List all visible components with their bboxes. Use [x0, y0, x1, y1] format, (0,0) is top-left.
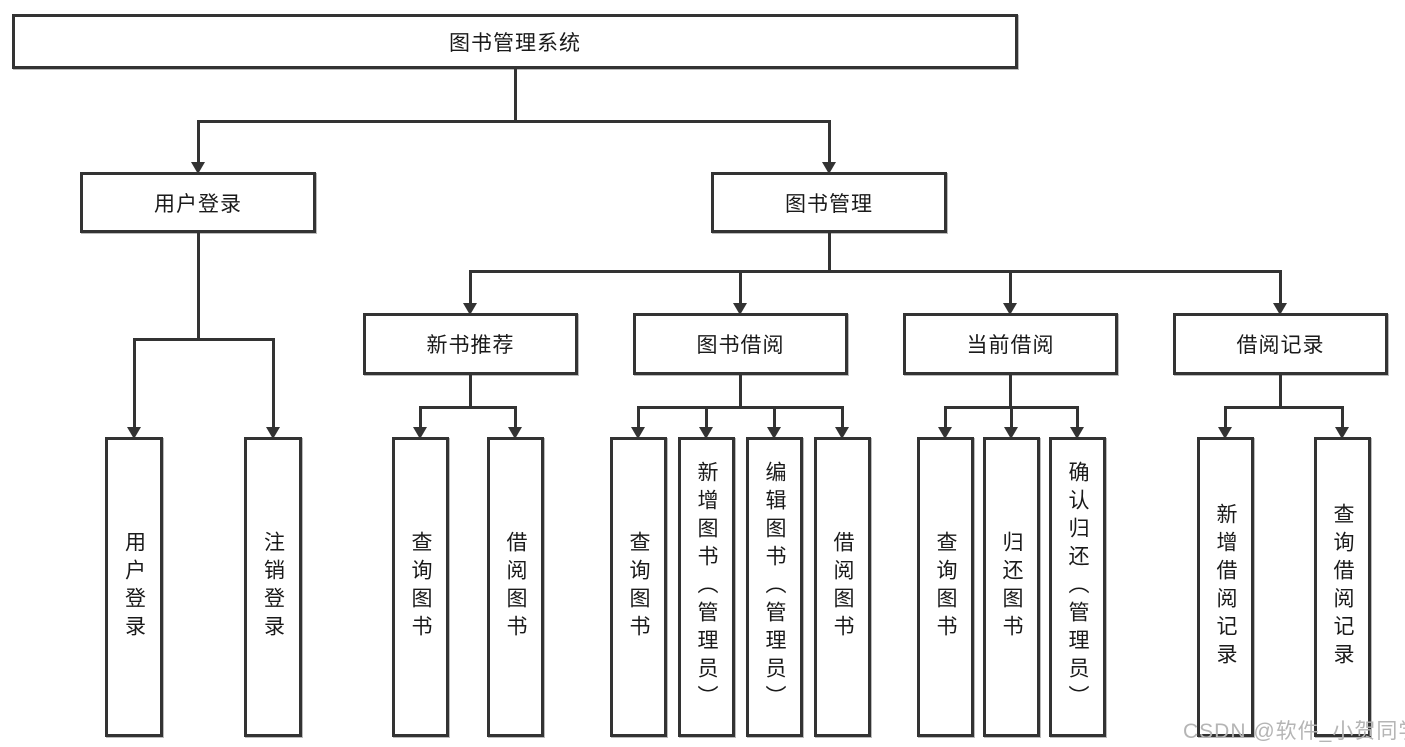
node-borrow-record: 借阅记录: [1173, 313, 1388, 375]
leaf-current-confirm-admin: 确认归还（管理员）: [1049, 437, 1106, 737]
connector-borrow-stem-3: [773, 406, 776, 427]
connector-mgmt-stem-1: [469, 270, 472, 303]
node-current-borrow-label: 当前借阅: [966, 334, 1055, 357]
leaf-current-query: 查询图书: [917, 437, 974, 737]
connector-mgmt-hline: [470, 270, 1282, 273]
connector-newbook-stem-2: [514, 406, 517, 427]
arrow-to-current-leaf-1: [938, 427, 952, 439]
leaf-logout-label: 注销登录: [261, 531, 285, 643]
connector-borrow-vline: [739, 375, 742, 406]
node-root: 图书管理系统: [12, 14, 1018, 69]
arrow-to-borrow-leaf-2: [699, 427, 713, 439]
arrow-to-login-leaf-1: [127, 427, 141, 439]
arrow-to-module-4: [1273, 303, 1287, 315]
leaf-newbook-borrow: 借阅图书: [487, 437, 544, 737]
leaf-borrow-query: 查询图书: [610, 437, 667, 737]
connector-newbook-hline: [420, 406, 516, 409]
arrow-to-user-login: [191, 162, 205, 174]
arrow-to-borrow-leaf-4: [835, 427, 849, 439]
leaf-current-query-label: 查询图书: [934, 531, 957, 643]
connector-borrow-stem-1: [637, 406, 640, 427]
leaf-borrow-query-label: 查询图书: [627, 531, 650, 643]
leaf-record-add: 新增借阅记录: [1197, 437, 1254, 737]
leaf-newbook-query-label: 查询图书: [409, 531, 432, 643]
arrow-to-book-mgmt: [822, 162, 836, 174]
leaf-user-login: 用户登录: [105, 437, 163, 737]
node-user-login: 用户登录: [80, 172, 316, 233]
leaf-current-return-label: 归还图书: [1000, 531, 1023, 643]
arrow-to-record-leaf-1: [1218, 427, 1232, 439]
connector-mgmt-stem-3: [1009, 270, 1012, 303]
connector-root-stem-left: [197, 120, 200, 162]
arrow-to-module-3: [1003, 303, 1017, 315]
node-user-login-label: 用户登录: [154, 192, 242, 216]
leaf-borrow-add-admin-label: 新增图书（管理员）: [695, 461, 718, 713]
arrow-to-login-leaf-2: [266, 427, 280, 439]
node-book-borrow-label: 图书借阅: [696, 334, 785, 357]
arrow-to-module-1: [463, 303, 477, 315]
node-book-mgmt-label: 图书管理: [785, 192, 873, 216]
connector-root-vline: [514, 68, 517, 122]
node-root-label: 图书管理系统: [449, 31, 581, 55]
connector-newbook-vline: [469, 375, 472, 406]
csdn-watermark: CSDN @软件_小贺同学: [1183, 720, 1405, 743]
connector-borrow-hline: [638, 406, 843, 409]
leaf-record-add-label: 新增借阅记录: [1214, 503, 1237, 671]
leaf-borrow-add-admin: 新增图书（管理员）: [678, 437, 735, 737]
leaf-record-query: 查询借阅记录: [1314, 437, 1371, 737]
node-book-borrow: 图书借阅: [633, 313, 848, 375]
arrow-to-module-2: [733, 303, 747, 315]
connector-root-stem-right: [828, 120, 831, 162]
connector-mgmt-stem-4: [1279, 270, 1282, 303]
arrow-to-current-leaf-2: [1004, 427, 1018, 439]
leaf-user-login-label: 用户登录: [122, 531, 146, 643]
leaf-borrow-edit-admin: 编辑图书（管理员）: [746, 437, 803, 737]
leaf-borrow-book-label: 借阅图书: [831, 531, 854, 643]
leaf-newbook-borrow-label: 借阅图书: [504, 531, 527, 643]
connector-mgmt-stem-2: [739, 270, 742, 303]
connector-current-stem-1: [944, 406, 947, 427]
node-current-borrow: 当前借阅: [903, 313, 1118, 375]
connector-borrow-stem-4: [841, 406, 844, 427]
arrow-to-borrow-leaf-1: [631, 427, 645, 439]
node-book-mgmt: 图书管理: [711, 172, 947, 233]
connector-borrow-stem-2: [705, 406, 708, 427]
arrow-to-record-leaf-2: [1335, 427, 1349, 439]
connector-record-stem-1: [1224, 406, 1227, 427]
connector-current-stem-2: [1010, 406, 1013, 427]
node-new-book-recommend-label: 新书推荐: [426, 334, 515, 357]
leaf-logout: 注销登录: [244, 437, 302, 737]
connector-login-hline: [133, 338, 274, 341]
connector-root-hline: [197, 120, 831, 123]
connector-record-stem-2: [1341, 406, 1344, 427]
leaf-borrow-book: 借阅图书: [814, 437, 871, 737]
arrow-to-current-leaf-3: [1070, 427, 1084, 439]
connector-login-vline: [197, 233, 200, 340]
connector-current-stem-3: [1076, 406, 1079, 427]
arrow-to-newbook-leaf-2: [508, 427, 522, 439]
connector-newbook-stem-1: [419, 406, 422, 427]
arrow-to-newbook-leaf-1: [413, 427, 427, 439]
node-borrow-record-label: 借阅记录: [1236, 334, 1325, 357]
connector-login-stem-2: [272, 338, 275, 427]
node-new-book-recommend: 新书推荐: [363, 313, 578, 375]
connector-login-stem-1: [133, 338, 136, 427]
connector-current-vline: [1009, 375, 1012, 406]
connector-record-vline: [1279, 375, 1282, 406]
leaf-borrow-edit-admin-label: 编辑图书（管理员）: [763, 461, 786, 713]
connector-record-hline: [1225, 406, 1343, 409]
arrow-to-borrow-leaf-3: [767, 427, 781, 439]
connector-mgmt-vline: [828, 233, 831, 270]
leaf-current-return: 归还图书: [983, 437, 1040, 737]
leaf-record-query-label: 查询借阅记录: [1331, 503, 1354, 671]
leaf-current-confirm-admin-label: 确认归还（管理员）: [1066, 461, 1089, 713]
leaf-newbook-query: 查询图书: [392, 437, 449, 737]
